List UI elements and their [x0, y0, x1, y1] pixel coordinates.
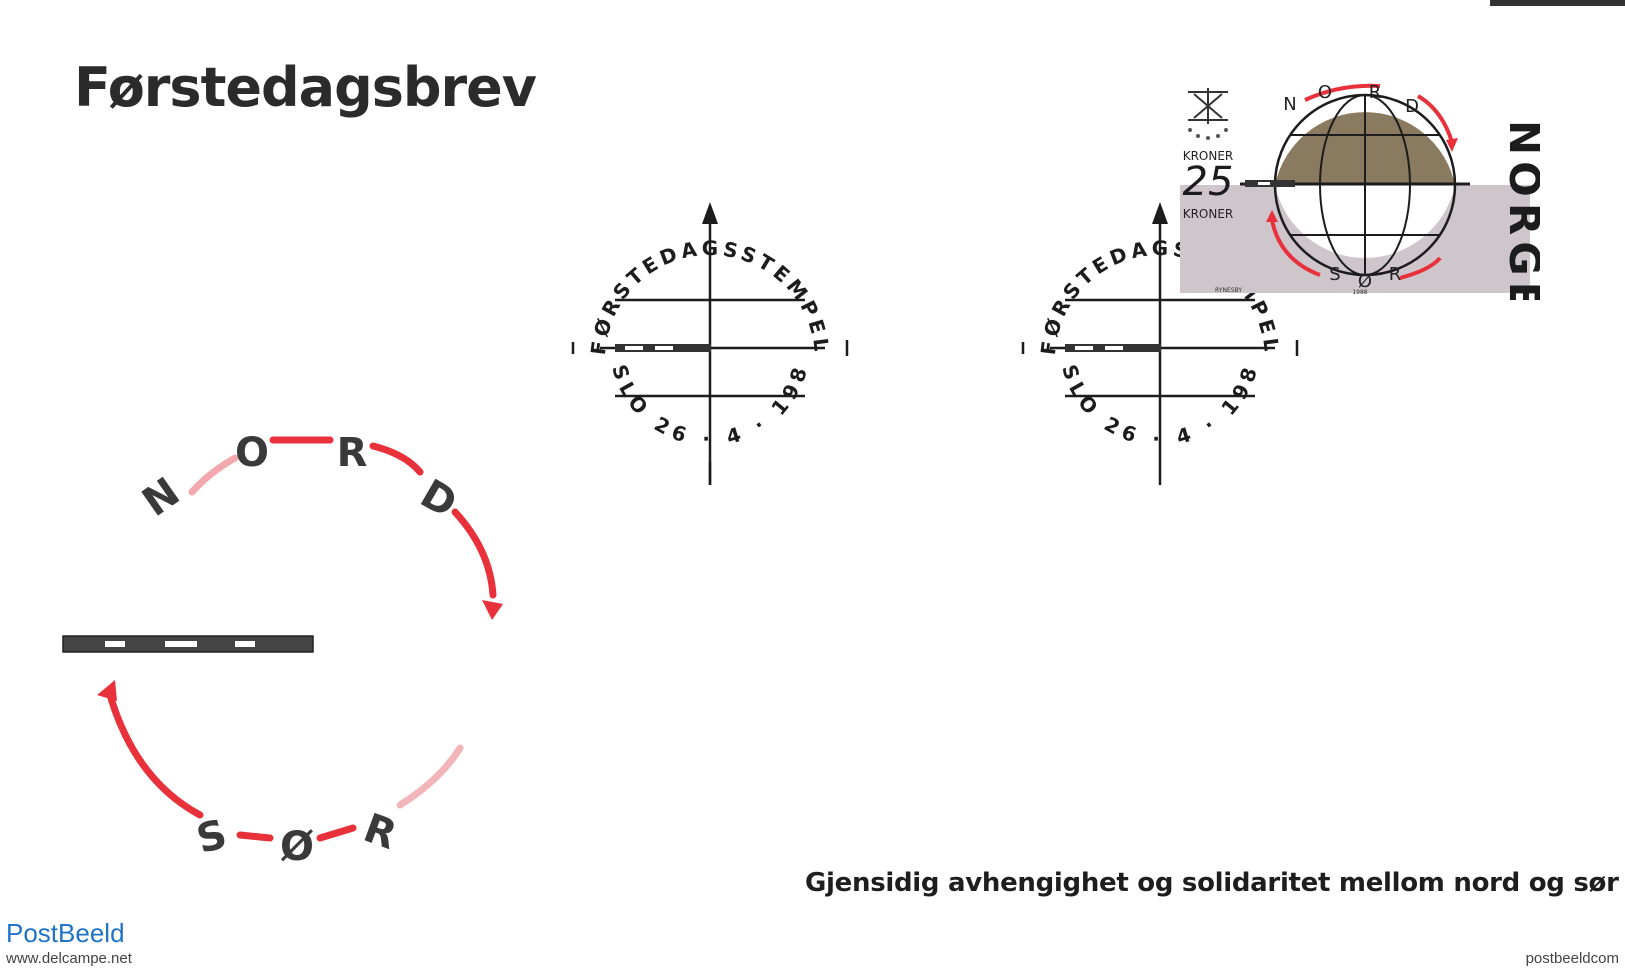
emblem-letter-n: N — [134, 469, 188, 526]
cover-title: Førstedagsbrev — [74, 56, 537, 119]
top-edge-mark — [1490, 0, 1625, 6]
stamp-letter-d: D — [1405, 96, 1419, 117]
stamp-letter-s: S — [1329, 264, 1340, 285]
stamp-letter-r: R — [1369, 82, 1382, 103]
watermark-logo: PostBeeld — [6, 918, 125, 948]
cancellation-postmark-1: FØRSTEDAGSSTEMPEL OSLO 26 · 4 · 1988 — [565, 200, 849, 485]
stamp-emblem-icon — [1188, 88, 1228, 124]
emblem-letter-r2: R — [358, 805, 403, 859]
emblem-letter-s: S — [192, 811, 232, 863]
emblem-letter-o: O — [235, 430, 269, 476]
cover-slogan: Gjensidig avhengighet og solidaritet mel… — [805, 868, 1619, 898]
emblem-letter-r: R — [337, 430, 368, 476]
watermark-left-url: www.delcampe.net — [6, 950, 132, 967]
stamp-letter-n: N — [1283, 94, 1296, 115]
stamp-letter-o: O — [1318, 82, 1332, 103]
stamp-letter-oe: Ø — [1358, 271, 1372, 292]
watermark-right-url: postbeeldcom — [1525, 950, 1619, 967]
globe-icon — [1240, 93, 1470, 277]
cachet-emblem: N O R D S Ø R — [62, 430, 503, 870]
stamp-designer: RYNESBY — [1215, 287, 1242, 294]
stamp-year: 1988 — [1352, 289, 1367, 296]
stamp-letter-r2: R — [1389, 264, 1402, 285]
equator-bar — [62, 635, 314, 653]
emblem-letter-oe: Ø — [280, 824, 314, 870]
postage-stamp: KRONER 25 KRONER N O R D S Ø R RYNESBY 1… — [1180, 82, 1540, 300]
stamp-country: NORGE — [1500, 120, 1540, 300]
stamp-currency-bottom: KRONER — [1183, 207, 1234, 221]
stamp-value: 25 — [1183, 159, 1234, 205]
stamp-currency-top: KRONER — [1183, 149, 1234, 163]
